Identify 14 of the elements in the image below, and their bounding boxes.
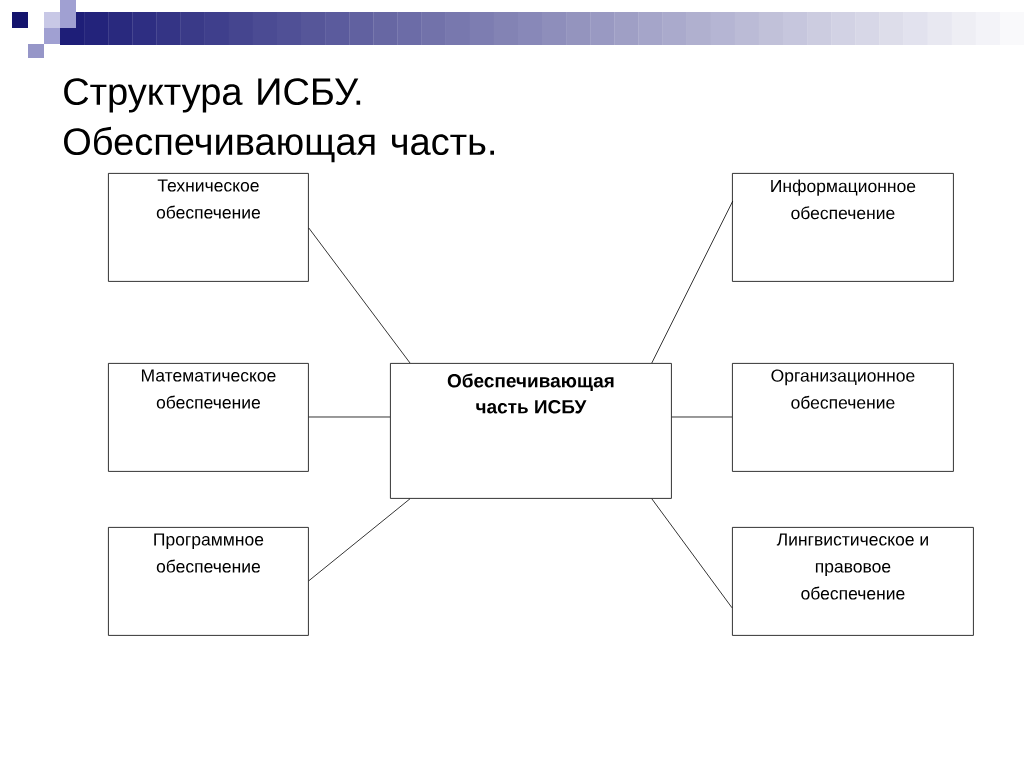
connector-line: [651, 200, 734, 364]
support-box: Математическое обеспечение: [108, 363, 309, 472]
support-box: Техническое обеспечение: [108, 173, 309, 282]
slide-title: Структура ИСБУ. Обеспечивающая часть.: [64, 78, 494, 163]
connector-line: [308, 498, 411, 582]
support-box: Организационное обеспечение: [732, 363, 954, 472]
support-box: Информационное обеспечение: [732, 173, 954, 282]
central-box: Обеспечивающая часть ИСБУ: [390, 363, 672, 499]
connector-line: [671, 416, 733, 418]
connector-line: [308, 416, 391, 418]
connector-line: [651, 498, 733, 609]
support-box: Программное обеспечение: [108, 527, 309, 636]
support-box: Лингвистическое и правовое обеспечение: [732, 527, 974, 636]
connector-line: [308, 227, 411, 364]
